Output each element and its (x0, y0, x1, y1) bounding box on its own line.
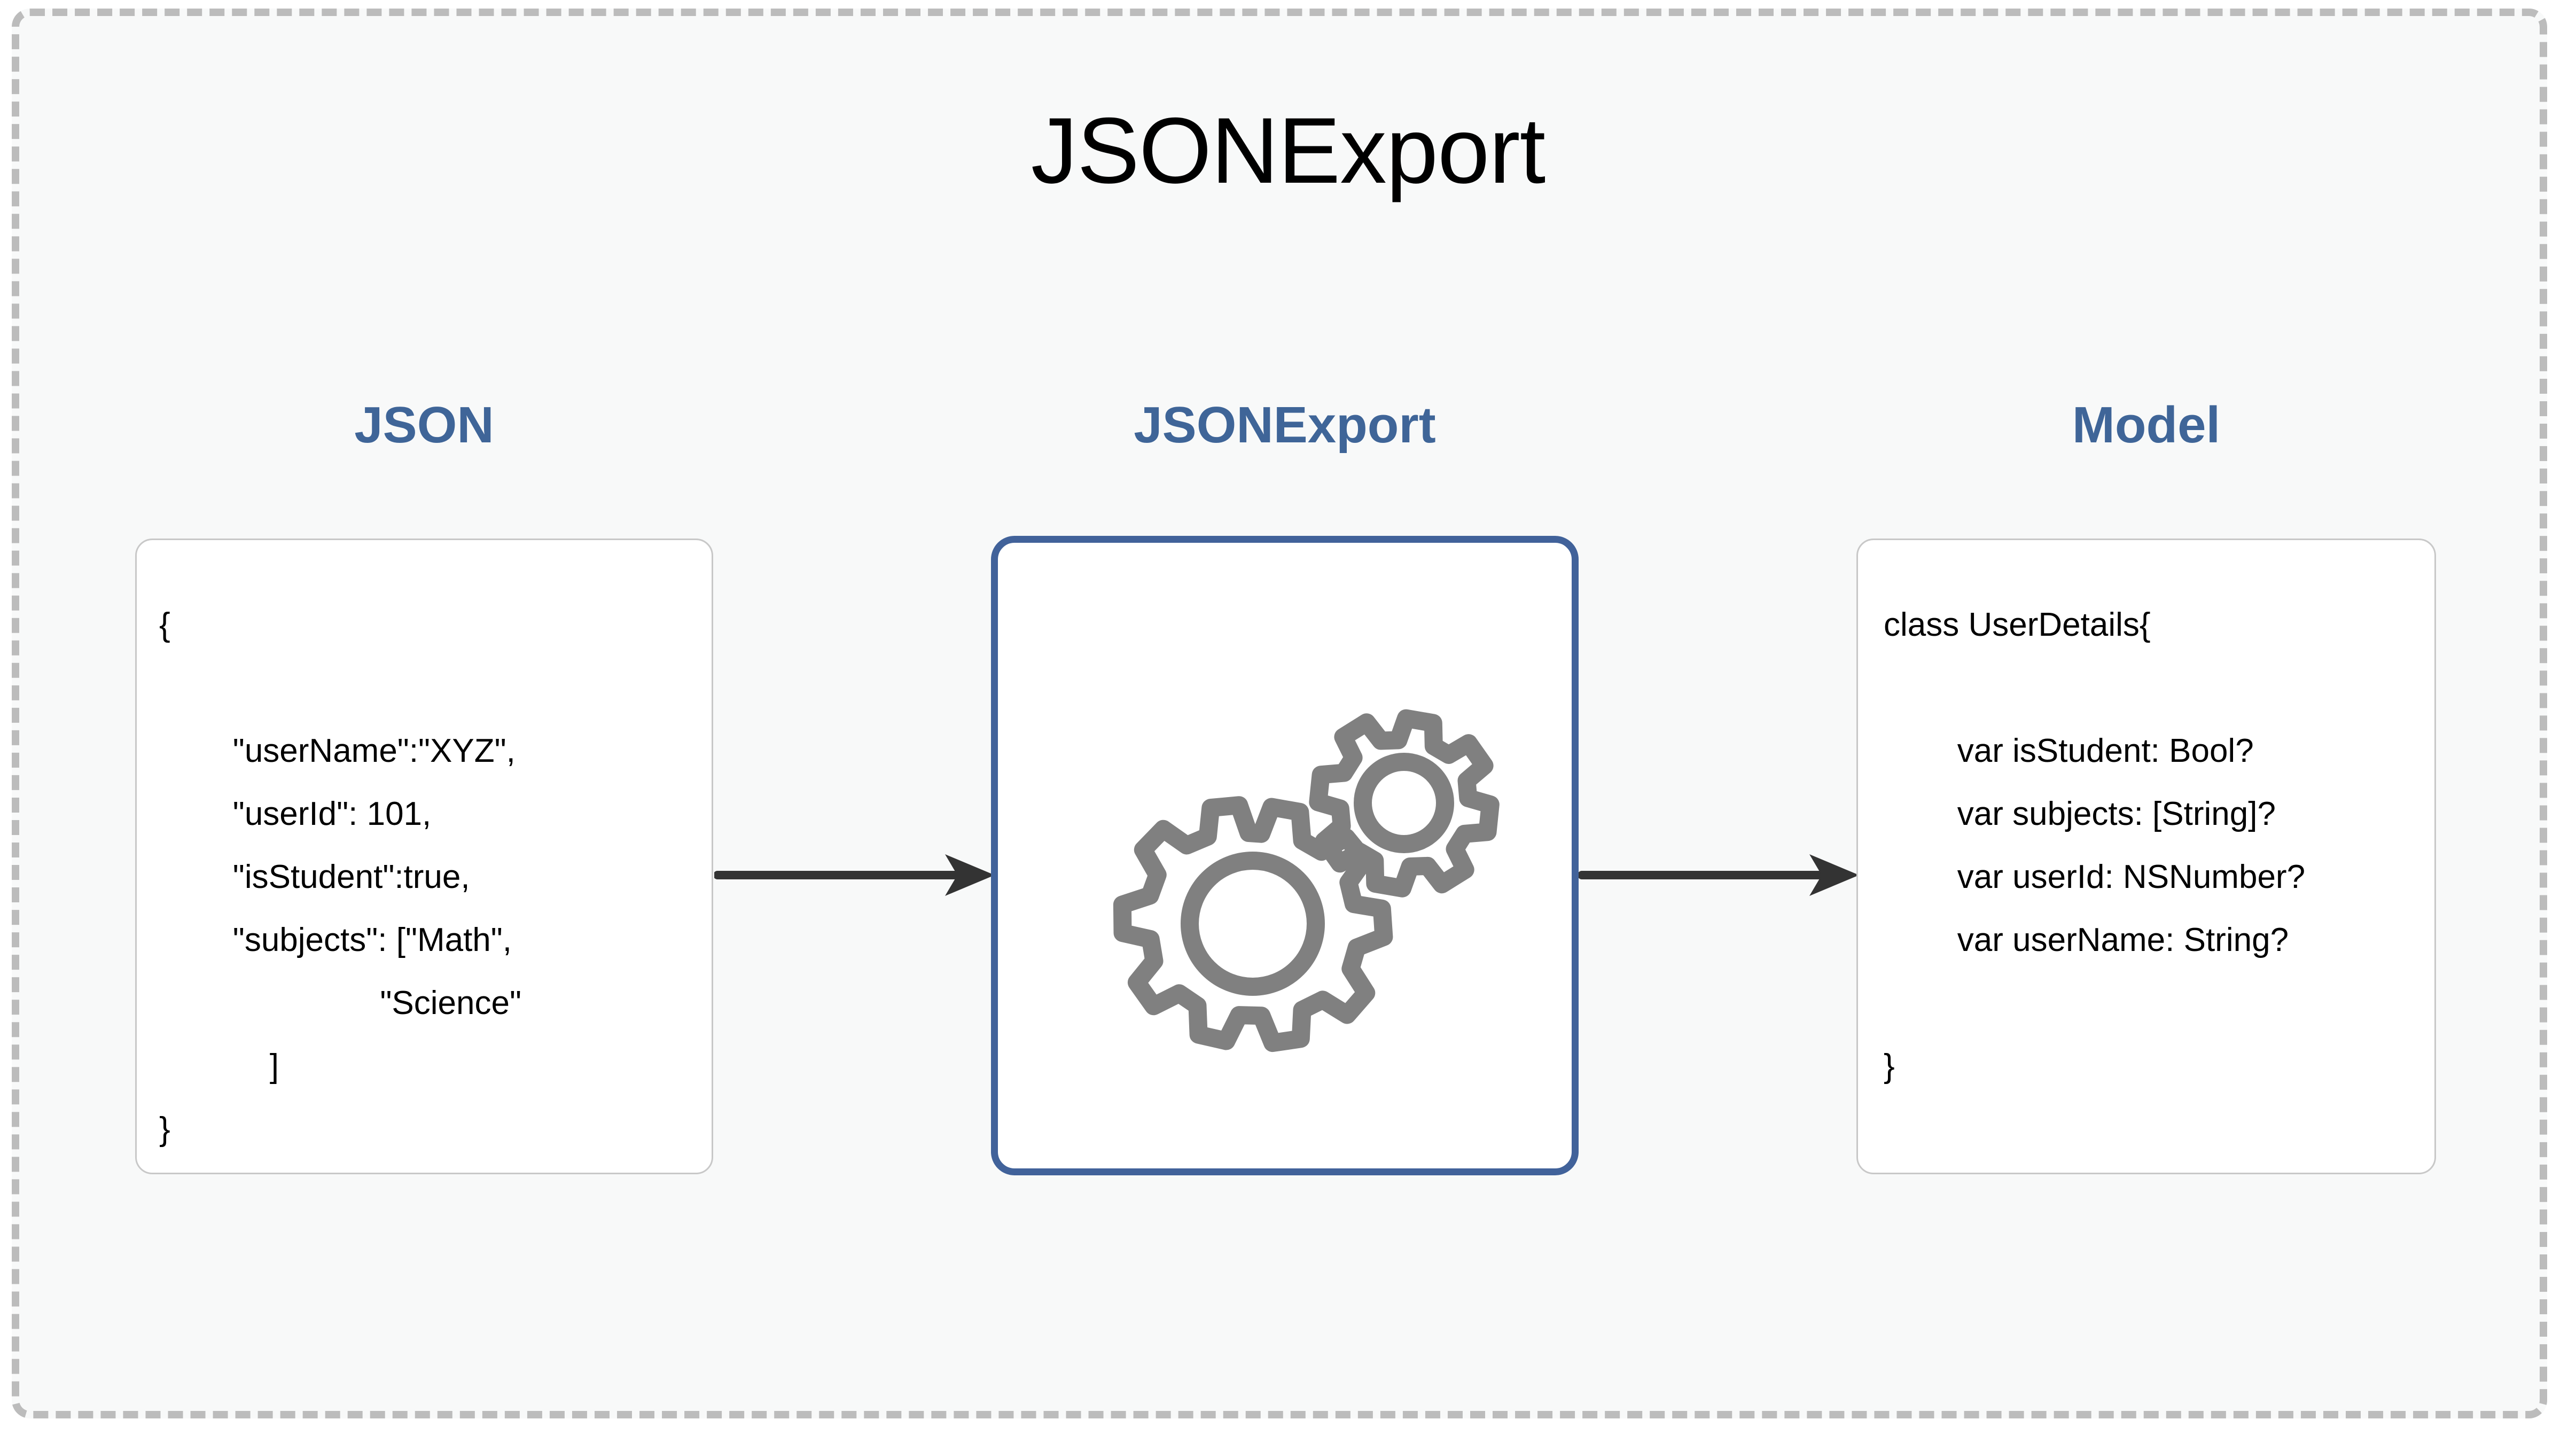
model-output-code: class UserDetails{ var isStudent: Bool? … (1884, 606, 2306, 1085)
arrow-json-to-processor-icon (714, 854, 995, 896)
model-output-panel: class UserDetails{ var isStudent: Bool? … (1856, 539, 2436, 1174)
arrow-processor-to-model-icon (1579, 854, 1859, 896)
json-source-panel: { "userName":"XYZ", "userId": 101, "isSt… (135, 539, 713, 1174)
column-heading-processor: JSONExport (1134, 396, 1436, 454)
column-heading-json: JSON (354, 396, 494, 454)
page-title: JSONExport (1031, 99, 1546, 203)
jsonexport-processor-panel (991, 536, 1579, 1175)
column-heading-model: Model (2072, 396, 2221, 454)
gears-icon (1113, 709, 1500, 1052)
json-source-code: { "userName":"XYZ", "userId": 101, "isSt… (159, 606, 522, 1148)
